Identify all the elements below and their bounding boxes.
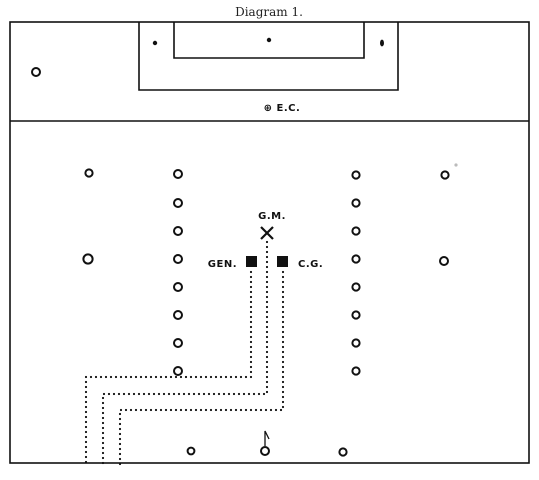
left-column-posts xyxy=(173,169,183,376)
platform-inner xyxy=(173,22,365,59)
post-outer-right-mid xyxy=(439,256,449,266)
post-l5 xyxy=(173,282,183,292)
post-l2 xyxy=(173,198,183,208)
platform-center-dot xyxy=(266,37,272,43)
gen-square xyxy=(246,256,257,267)
post-l4 xyxy=(173,254,183,264)
post-bottom-left xyxy=(186,446,196,456)
post-l7 xyxy=(173,338,183,348)
route-cg xyxy=(118,270,285,467)
gen-label: GEN. xyxy=(208,259,237,270)
post-r7 xyxy=(351,338,361,348)
cg-label: C.G. xyxy=(298,259,323,270)
stray-mark xyxy=(454,163,458,167)
platform-left-dot xyxy=(152,40,158,46)
gm-label: G.M. xyxy=(258,211,286,222)
route-gen xyxy=(84,270,253,467)
post-l6 xyxy=(173,310,183,320)
post-l8 xyxy=(173,366,183,376)
post-outer-right-top xyxy=(440,170,450,180)
diagram-caption: Diagram 1. xyxy=(235,5,303,19)
platform-outer xyxy=(138,22,399,91)
gm-cross-icon xyxy=(260,226,274,240)
platform-right-dot xyxy=(380,39,384,47)
post-bottom-center xyxy=(260,446,270,456)
ec-label: ⊕ E.C. xyxy=(264,103,301,114)
post-outer-left-mid xyxy=(82,253,94,265)
upper-left-post xyxy=(31,67,41,77)
post-r4 xyxy=(351,254,361,264)
bottom-flag-mark xyxy=(264,430,270,446)
post-outer-left-top xyxy=(84,168,94,178)
post-r6 xyxy=(351,310,361,320)
right-column-posts xyxy=(351,170,361,376)
post-r5 xyxy=(351,282,361,292)
post-bottom-right xyxy=(338,447,348,457)
outer-frame xyxy=(9,21,530,464)
post-r1 xyxy=(351,170,361,180)
post-r2 xyxy=(351,198,361,208)
route-gm xyxy=(101,240,269,467)
post-r3 xyxy=(351,226,361,236)
cg-square xyxy=(277,256,288,267)
post-l3 xyxy=(173,226,183,236)
post-r8 xyxy=(351,366,361,376)
post-l1 xyxy=(173,169,183,179)
